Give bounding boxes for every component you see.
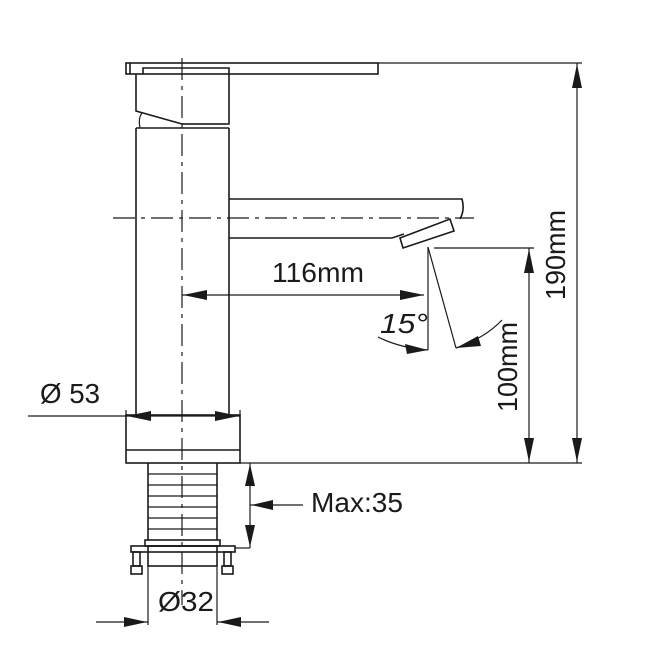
spout: [229, 198, 464, 250]
faucet-body: [135, 123, 230, 415]
label-max-deck: Max:35: [311, 487, 403, 518]
label-shank-diameter: Ø32: [158, 586, 214, 617]
dimension-max-deck: Max:35: [235, 463, 403, 549]
fixing-nut: [130, 539, 236, 575]
dimension-total-height: 190mm: [378, 62, 582, 463]
label-spout-reach: 116mm: [272, 257, 364, 288]
threaded-shank: [147, 463, 218, 540]
base-plate: [125, 414, 241, 464]
dimension-spout-reach: 116mm: [182, 257, 424, 300]
label-base-diameter: Ø 53: [40, 378, 100, 409]
label-spout-angle: 15°: [380, 308, 428, 339]
handle-lever: [125, 62, 379, 129]
dimension-shank-diameter: Ø32: [96, 566, 269, 627]
dimension-base-diameter: Ø 53: [28, 378, 241, 421]
dimension-spout-angle: 15°: [377, 246, 503, 354]
label-total-height: 190mm: [540, 210, 571, 300]
dimension-spout-height: 100mm: [240, 247, 582, 464]
label-spout-height: 100mm: [492, 322, 523, 412]
